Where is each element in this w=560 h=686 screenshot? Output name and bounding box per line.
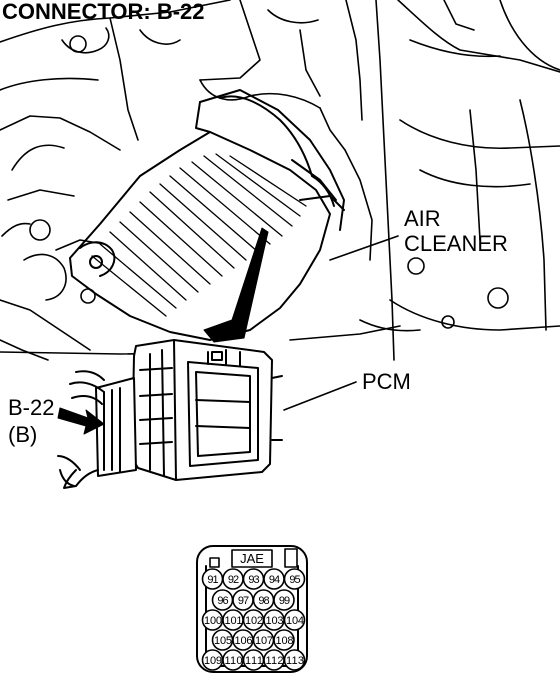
connector-pin-number: 103 (266, 615, 284, 627)
connector-pin-number: 91 (207, 574, 218, 586)
connector-pin: 106 (232, 629, 254, 651)
connector-pin: 105 (211, 629, 234, 651)
connector-color-code: (B) (8, 422, 38, 447)
connector-pin: 91 (201, 568, 224, 590)
connector-pin-outline (283, 609, 306, 631)
connector-pin: 93 (242, 568, 265, 590)
connector-pin-outline (273, 629, 295, 651)
connector-pin: 94 (263, 568, 285, 590)
connector-pin: 107 (252, 629, 275, 651)
connector-pin-number: 94 (269, 574, 280, 586)
connector-pin: 101 (222, 609, 244, 631)
connector-pin-number: 110 (225, 655, 243, 667)
connector-pin-number: 97 (238, 595, 249, 607)
connector-pin-number: 109 (204, 655, 222, 667)
air-cleaner-leader-line (329, 235, 399, 261)
connector-pin-number: 105 (214, 635, 232, 647)
connector-pin: 92 (222, 568, 244, 590)
connector-pin: 97 (232, 589, 254, 611)
connector-pin: 99 (273, 589, 295, 611)
connector-pin-number: 101 (225, 615, 243, 627)
air-cleaner-label-line2: CLEANER (404, 231, 508, 256)
connector-housing-label: JAE (240, 551, 264, 566)
connector-pin-number: 95 (289, 574, 300, 586)
pcm-leader-line (283, 381, 357, 411)
connector-pin-number: 111 (245, 655, 263, 667)
connector-pin: 95 (283, 568, 306, 590)
connector-id: B-22 (8, 395, 55, 420)
air-cleaner-box (69, 89, 345, 341)
connector-pin: 109 (201, 649, 224, 671)
connector-pin: 113 (283, 649, 306, 671)
pcm-label: PCM (362, 369, 411, 394)
page-title: CONNECTOR: B-22 (2, 0, 205, 24)
connector-pin: 102 (242, 609, 265, 631)
b-22-pointer-arrow (57, 407, 105, 435)
connector-pin-number: 112 (266, 655, 284, 667)
connector-id-label: B-22 (B) (8, 394, 54, 448)
connector-pin-outline (283, 649, 306, 671)
connector-pin: 112 (263, 649, 285, 671)
connector-pin: 103 (263, 609, 285, 631)
connector-pin: 104 (283, 609, 306, 631)
engine-bay-background (0, 0, 560, 361)
connector-pin-number: 99 (279, 595, 290, 607)
connector-pin-number: 113 (286, 655, 304, 667)
connector-pin-number: 93 (248, 574, 259, 586)
connector-pin-number: 107 (255, 635, 273, 647)
connector-pin-number: 102 (245, 615, 263, 627)
connector-pin-number: 96 (217, 595, 228, 607)
connector-pin-number: 106 (235, 635, 253, 647)
connector-pin-number: 98 (258, 595, 269, 607)
connector-pin: 110 (222, 649, 244, 671)
connector-pin-outline (273, 589, 295, 611)
air-cleaner-label: AIR CLEANER (404, 206, 508, 256)
connector-pin: 111 (242, 649, 265, 671)
connector-pin-number: 104 (286, 615, 304, 627)
connector-pin-number: 100 (204, 615, 222, 627)
pcm-location-arrow (203, 227, 269, 343)
connector-pin-number: 108 (276, 635, 294, 647)
b-22-connector-harness (57, 370, 137, 489)
connector-pin-outline (283, 568, 306, 590)
connector-pin: 98 (252, 589, 275, 611)
connector-pin-number: 92 (228, 574, 239, 586)
connector-pin: 108 (273, 629, 295, 651)
air-cleaner-label-line1: AIR (404, 206, 441, 231)
connector-pin: 96 (211, 589, 234, 611)
connector-pin: 100 (201, 609, 224, 631)
